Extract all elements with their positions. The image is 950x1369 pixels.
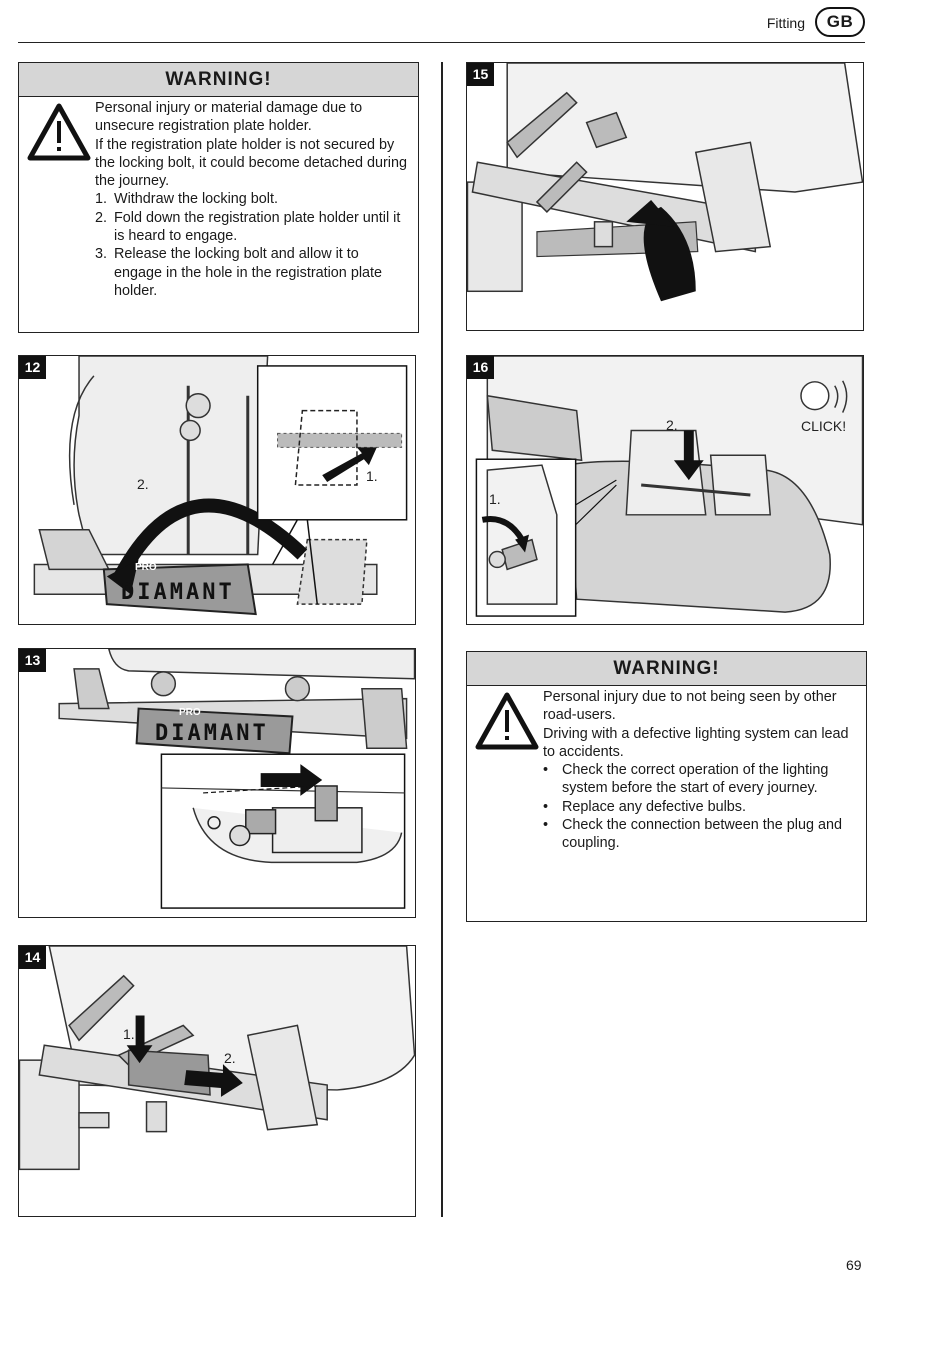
step-label: 2. <box>137 476 149 492</box>
figure-number: 12 <box>19 356 46 379</box>
plate-brand: PRO <box>179 707 201 718</box>
figure-13: 13 PRO DIAMANT <box>18 648 416 918</box>
warning-paragraph: Personal injury due to not being seen by… <box>543 689 837 724</box>
warning-paragraph: If the registration plate holder is not … <box>95 136 407 190</box>
plate-text: DIAMANT <box>121 580 235 605</box>
warning-triangle-icon <box>475 692 539 750</box>
figure-16-illustration <box>475 356 863 617</box>
section-title: Fitting <box>766 15 805 31</box>
step-item: 2. Fold down the registration plate holde… <box>95 209 410 246</box>
header-divider <box>18 42 865 43</box>
bullet-item: • Check the correct operation of the ligh… <box>543 761 858 798</box>
bullet-list: • Check the correct operation of the ligh… <box>543 761 858 852</box>
warning-paragraph: Driving with a defective lighting system… <box>543 725 849 760</box>
figure-14-illustration <box>19 946 415 1171</box>
figure-14: 14 1. 2. <box>18 945 416 1217</box>
figure-16: 16 1. 2. CLICK! <box>466 355 864 625</box>
step-label: 2. <box>224 1050 236 1066</box>
figure-number: 15 <box>467 63 494 86</box>
warning-body: Personal injury due to not being seen by… <box>543 688 858 853</box>
step-number: 3. <box>95 246 108 263</box>
warning-heading: WARNING! <box>19 63 418 97</box>
plate-brand: PRO <box>135 562 157 573</box>
bullet-text: Check the correct operation of the light… <box>562 762 829 797</box>
bullet-mark: • <box>543 817 549 834</box>
page-number: 69 <box>846 1257 862 1273</box>
figure-number: 16 <box>467 356 494 379</box>
figure-15: 15 <box>466 62 864 331</box>
step-number: 1. <box>95 191 108 208</box>
plate-text: DIAMANT <box>155 721 269 746</box>
bullet-item: • Check the connection between the plug a… <box>543 816 858 853</box>
warning-heading: WARNING! <box>467 652 866 686</box>
step-text: Fold down the registration plate holder … <box>114 209 401 245</box>
warning-triangle-icon <box>27 103 91 161</box>
step-number: 2. <box>95 209 108 226</box>
step-text: Release the locking bolt and allow it to… <box>114 246 383 299</box>
bullet-item: • Replace any defective bulbs. <box>543 798 858 816</box>
language-badge: GB <box>815 7 865 37</box>
figure-15-illustration <box>467 63 863 302</box>
bullet-text: Check the connection between the plug an… <box>562 817 843 852</box>
column-divider <box>441 62 443 1217</box>
step-label: 1. <box>489 491 501 507</box>
figure-12: 12 1. 2. PRO DIAMANT <box>18 355 416 625</box>
steps-list: 1. Withdraw the locking bolt. 2. Fold down… <box>95 190 410 300</box>
warning-paragraph: Personal injury or material damage due t… <box>95 100 363 135</box>
figure-13-illustration <box>58 649 415 909</box>
warning-body: Personal injury or material damage due t… <box>95 99 410 300</box>
bullet-mark: • <box>543 762 549 779</box>
bullet-text: Replace any defective bulbs. <box>562 798 746 815</box>
click-label: CLICK! <box>801 418 847 434</box>
warning-box-plate-holder: WARNING! Personal injury or material dam… <box>18 62 419 333</box>
step-item: 1. Withdraw the locking bolt. <box>95 190 410 208</box>
step-label: 1. <box>123 1026 135 1042</box>
step-item: 3. Release the locking bolt and allow it … <box>95 245 410 300</box>
figure-12-illustration <box>33 356 408 616</box>
step-text: Withdraw the locking bolt. <box>114 191 278 208</box>
step-label: 2. <box>666 417 678 433</box>
warning-box-lighting: WARNING! Personal injury due to not bein… <box>466 651 867 922</box>
bullet-mark: • <box>543 798 549 815</box>
step-label: 1. <box>366 468 378 484</box>
figure-number: 14 <box>19 946 46 969</box>
figure-number: 13 <box>19 649 46 672</box>
